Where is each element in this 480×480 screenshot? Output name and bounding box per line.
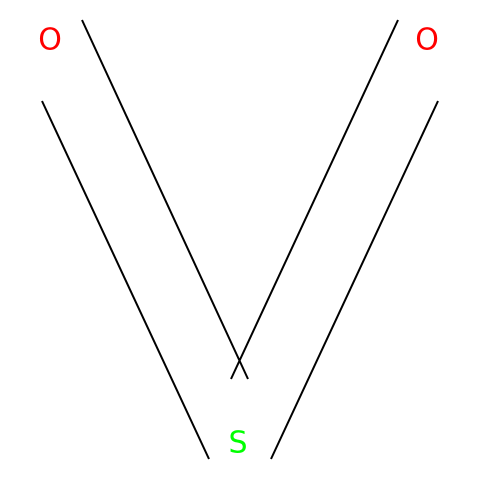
bond-line-outer (270, 100, 439, 460)
bond-line-inner (230, 19, 399, 380)
bond-line-outer (41, 100, 210, 460)
atom-sulfur: S (228, 426, 247, 461)
atom-oxygen-left: O (38, 23, 62, 58)
bond-line-inner (81, 19, 249, 380)
bond-s-o-right (230, 19, 439, 460)
atom-oxygen-right: O (415, 23, 439, 58)
bond-s-o-left (41, 19, 249, 460)
